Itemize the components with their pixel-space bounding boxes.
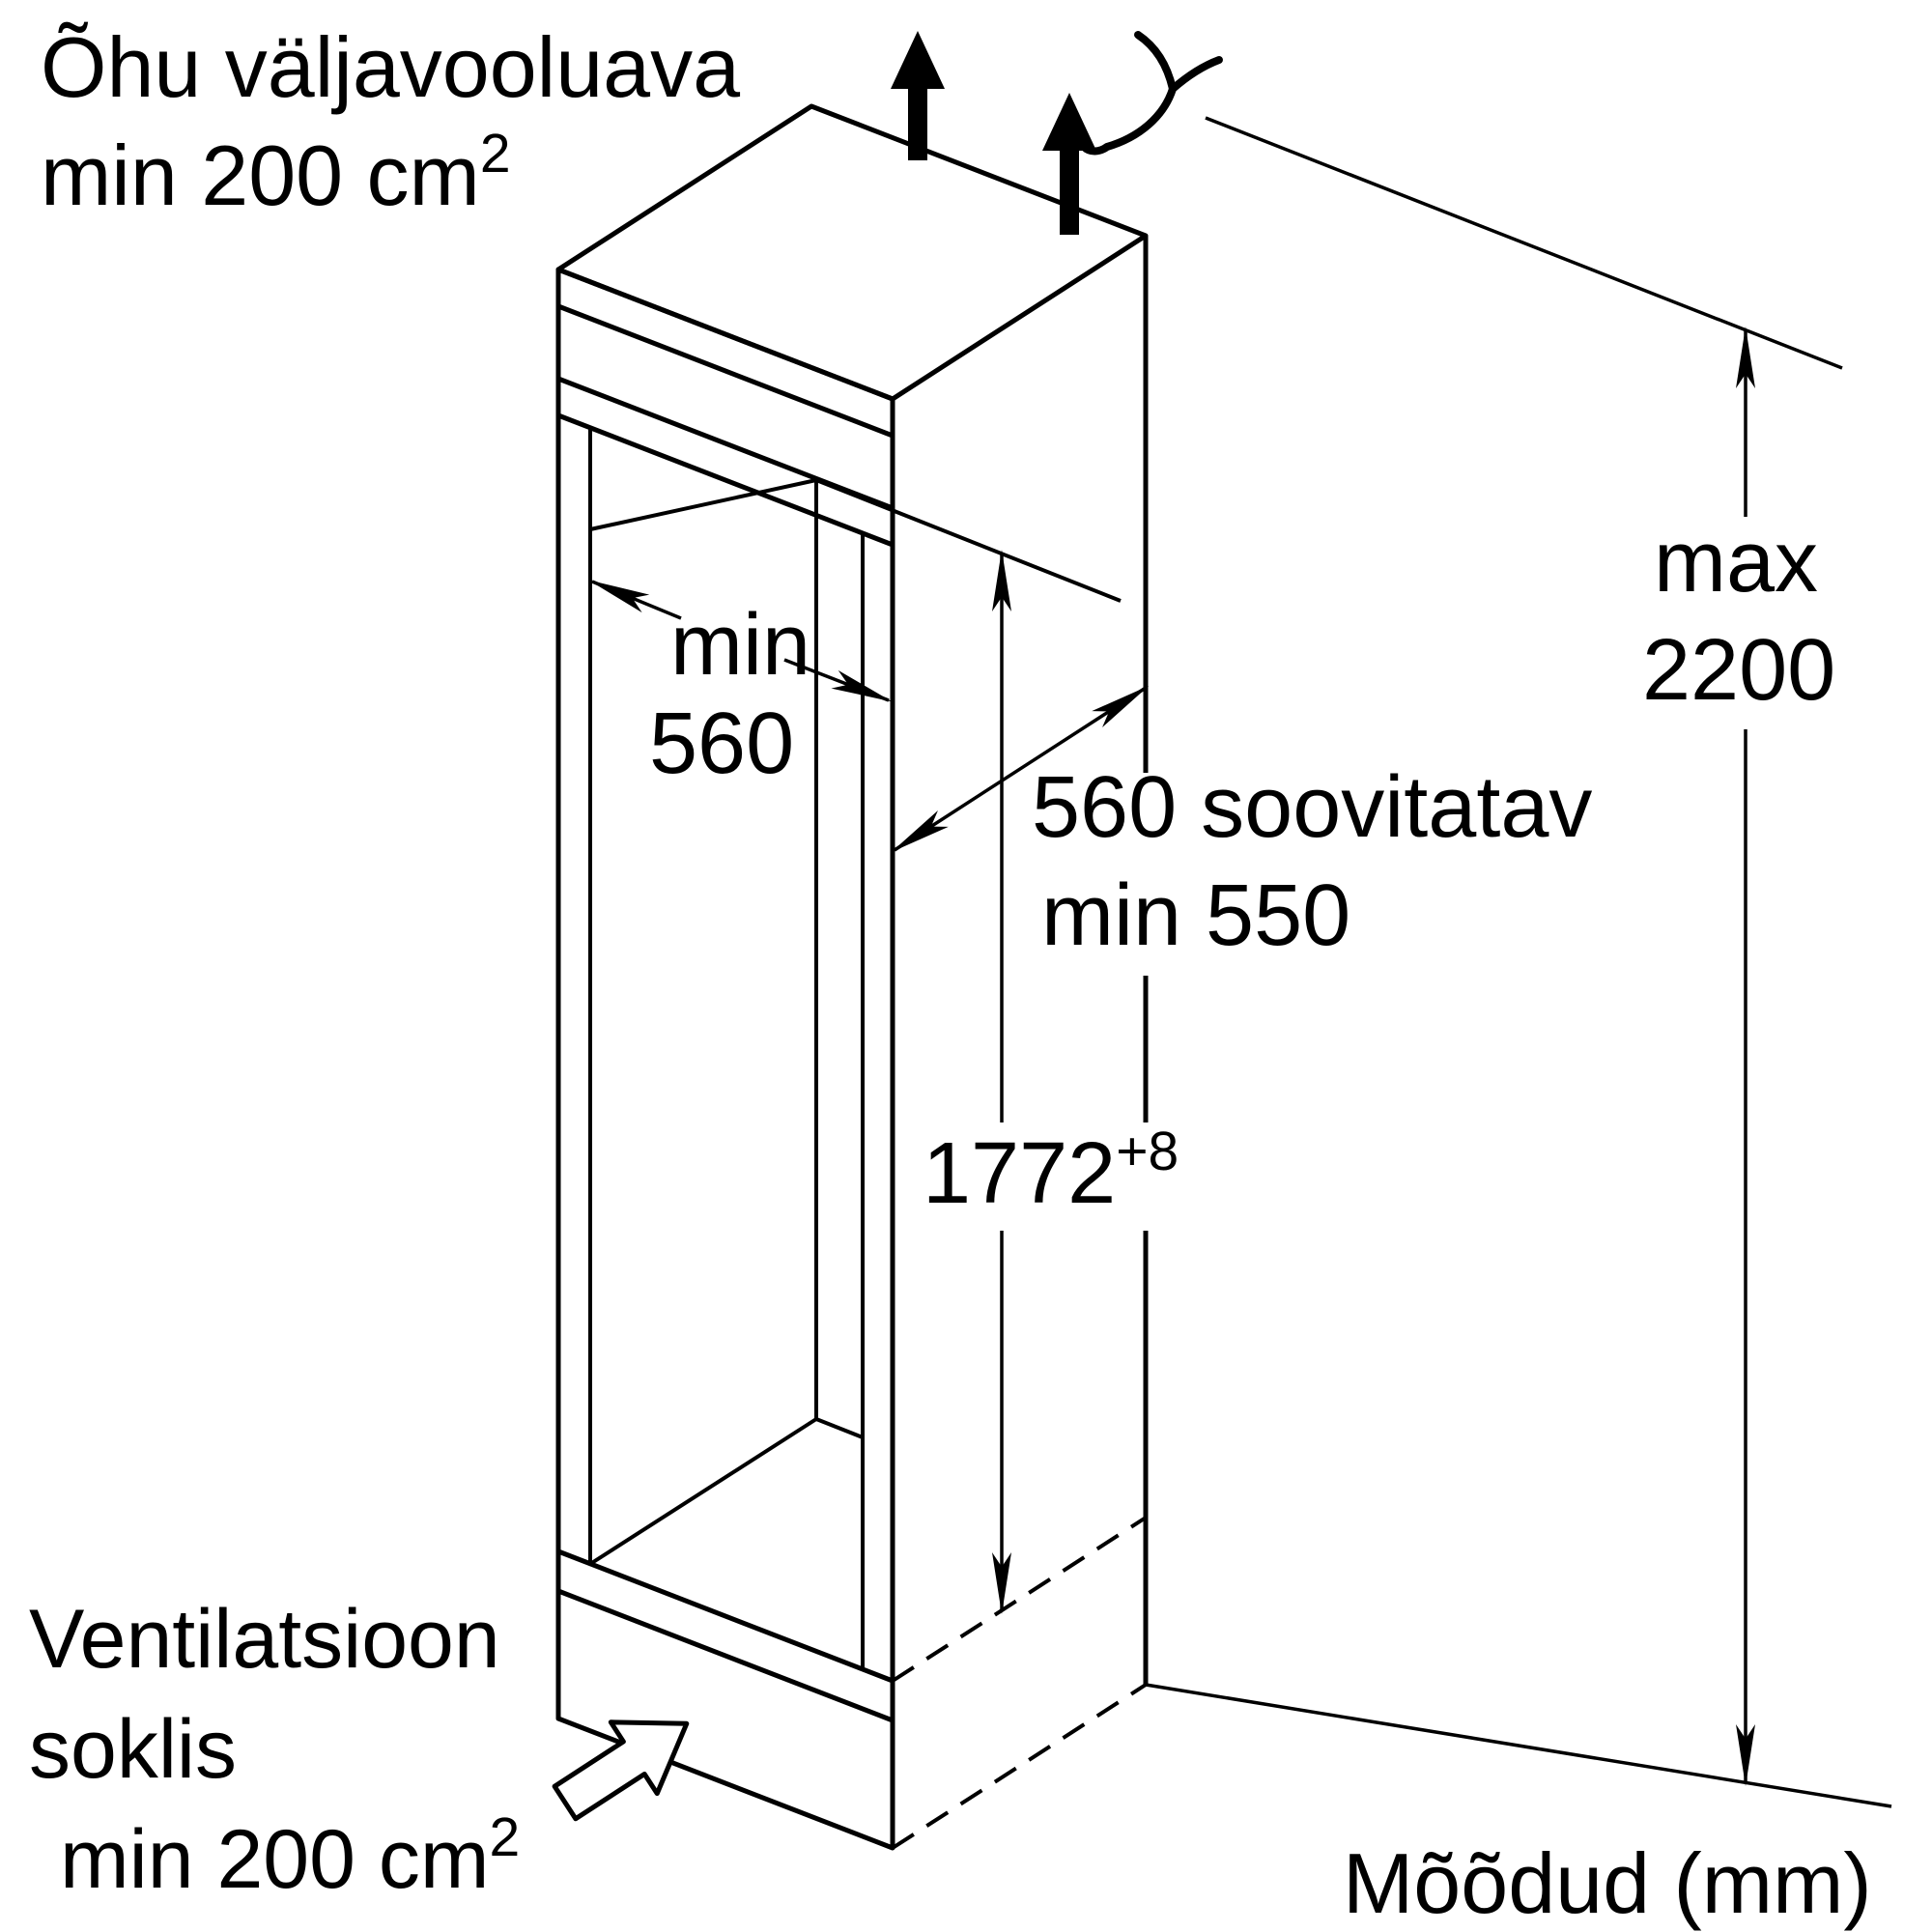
plinth-vent-label-line2: soklis [29,1703,237,1796]
air-outlet-label-line1: Õhu väljavooluava [41,19,740,115]
plinth-vent-label-line3: min 200 cm2 [60,1806,520,1906]
niche-width-label-line1: min [670,597,810,694]
max-height-ref-top [1205,116,1843,370]
hidden-edges [891,1516,1148,1850]
niche-depth-label-line2: min 550 [1041,867,1350,964]
front-vent-rail-bottom [557,412,894,548]
niche-height-tolerance: +8 [1116,1121,1179,1182]
max-height-ref-bottom [1145,1683,1892,1808]
mains-cable-icon [1080,31,1223,156]
niche-depth-label-line1: 560 soovitatav [1032,759,1592,856]
niche-interior-lines [588,478,1122,1566]
air-outlet-superscript: 2 [480,123,511,185]
plinth-airflow-arrow [552,1719,690,1822]
width-dim-arrow-right [783,658,893,702]
max-height-label-line2: 2200 [1642,622,1835,719]
plinth-top-line [557,1588,894,1723]
air-outlet-label-line2: min 200 cm2 [41,123,511,223]
depth-dim-line [891,685,1150,853]
width-dim-arrow-left [588,580,682,620]
airflow-up-arrow [1042,93,1096,235]
label-halos [913,517,1932,1231]
airflow-up-arrow [891,31,945,160]
niche-height-label: 1772+8 [923,1121,1179,1222]
front-top-panel-line [557,303,894,439]
units-note: Mõõdud (mm) [1343,1835,1872,1931]
max-height-label-line1: max [1654,514,1818,611]
plinth-vent-label-line1: Ventilatsioon [29,1593,500,1686]
niche-floor-front-edge [557,1548,894,1684]
niche-width-label-line2: 560 [649,696,794,792]
plinth-vent-superscript: 2 [490,1806,521,1868]
cabinet-outline [555,103,1149,1851]
